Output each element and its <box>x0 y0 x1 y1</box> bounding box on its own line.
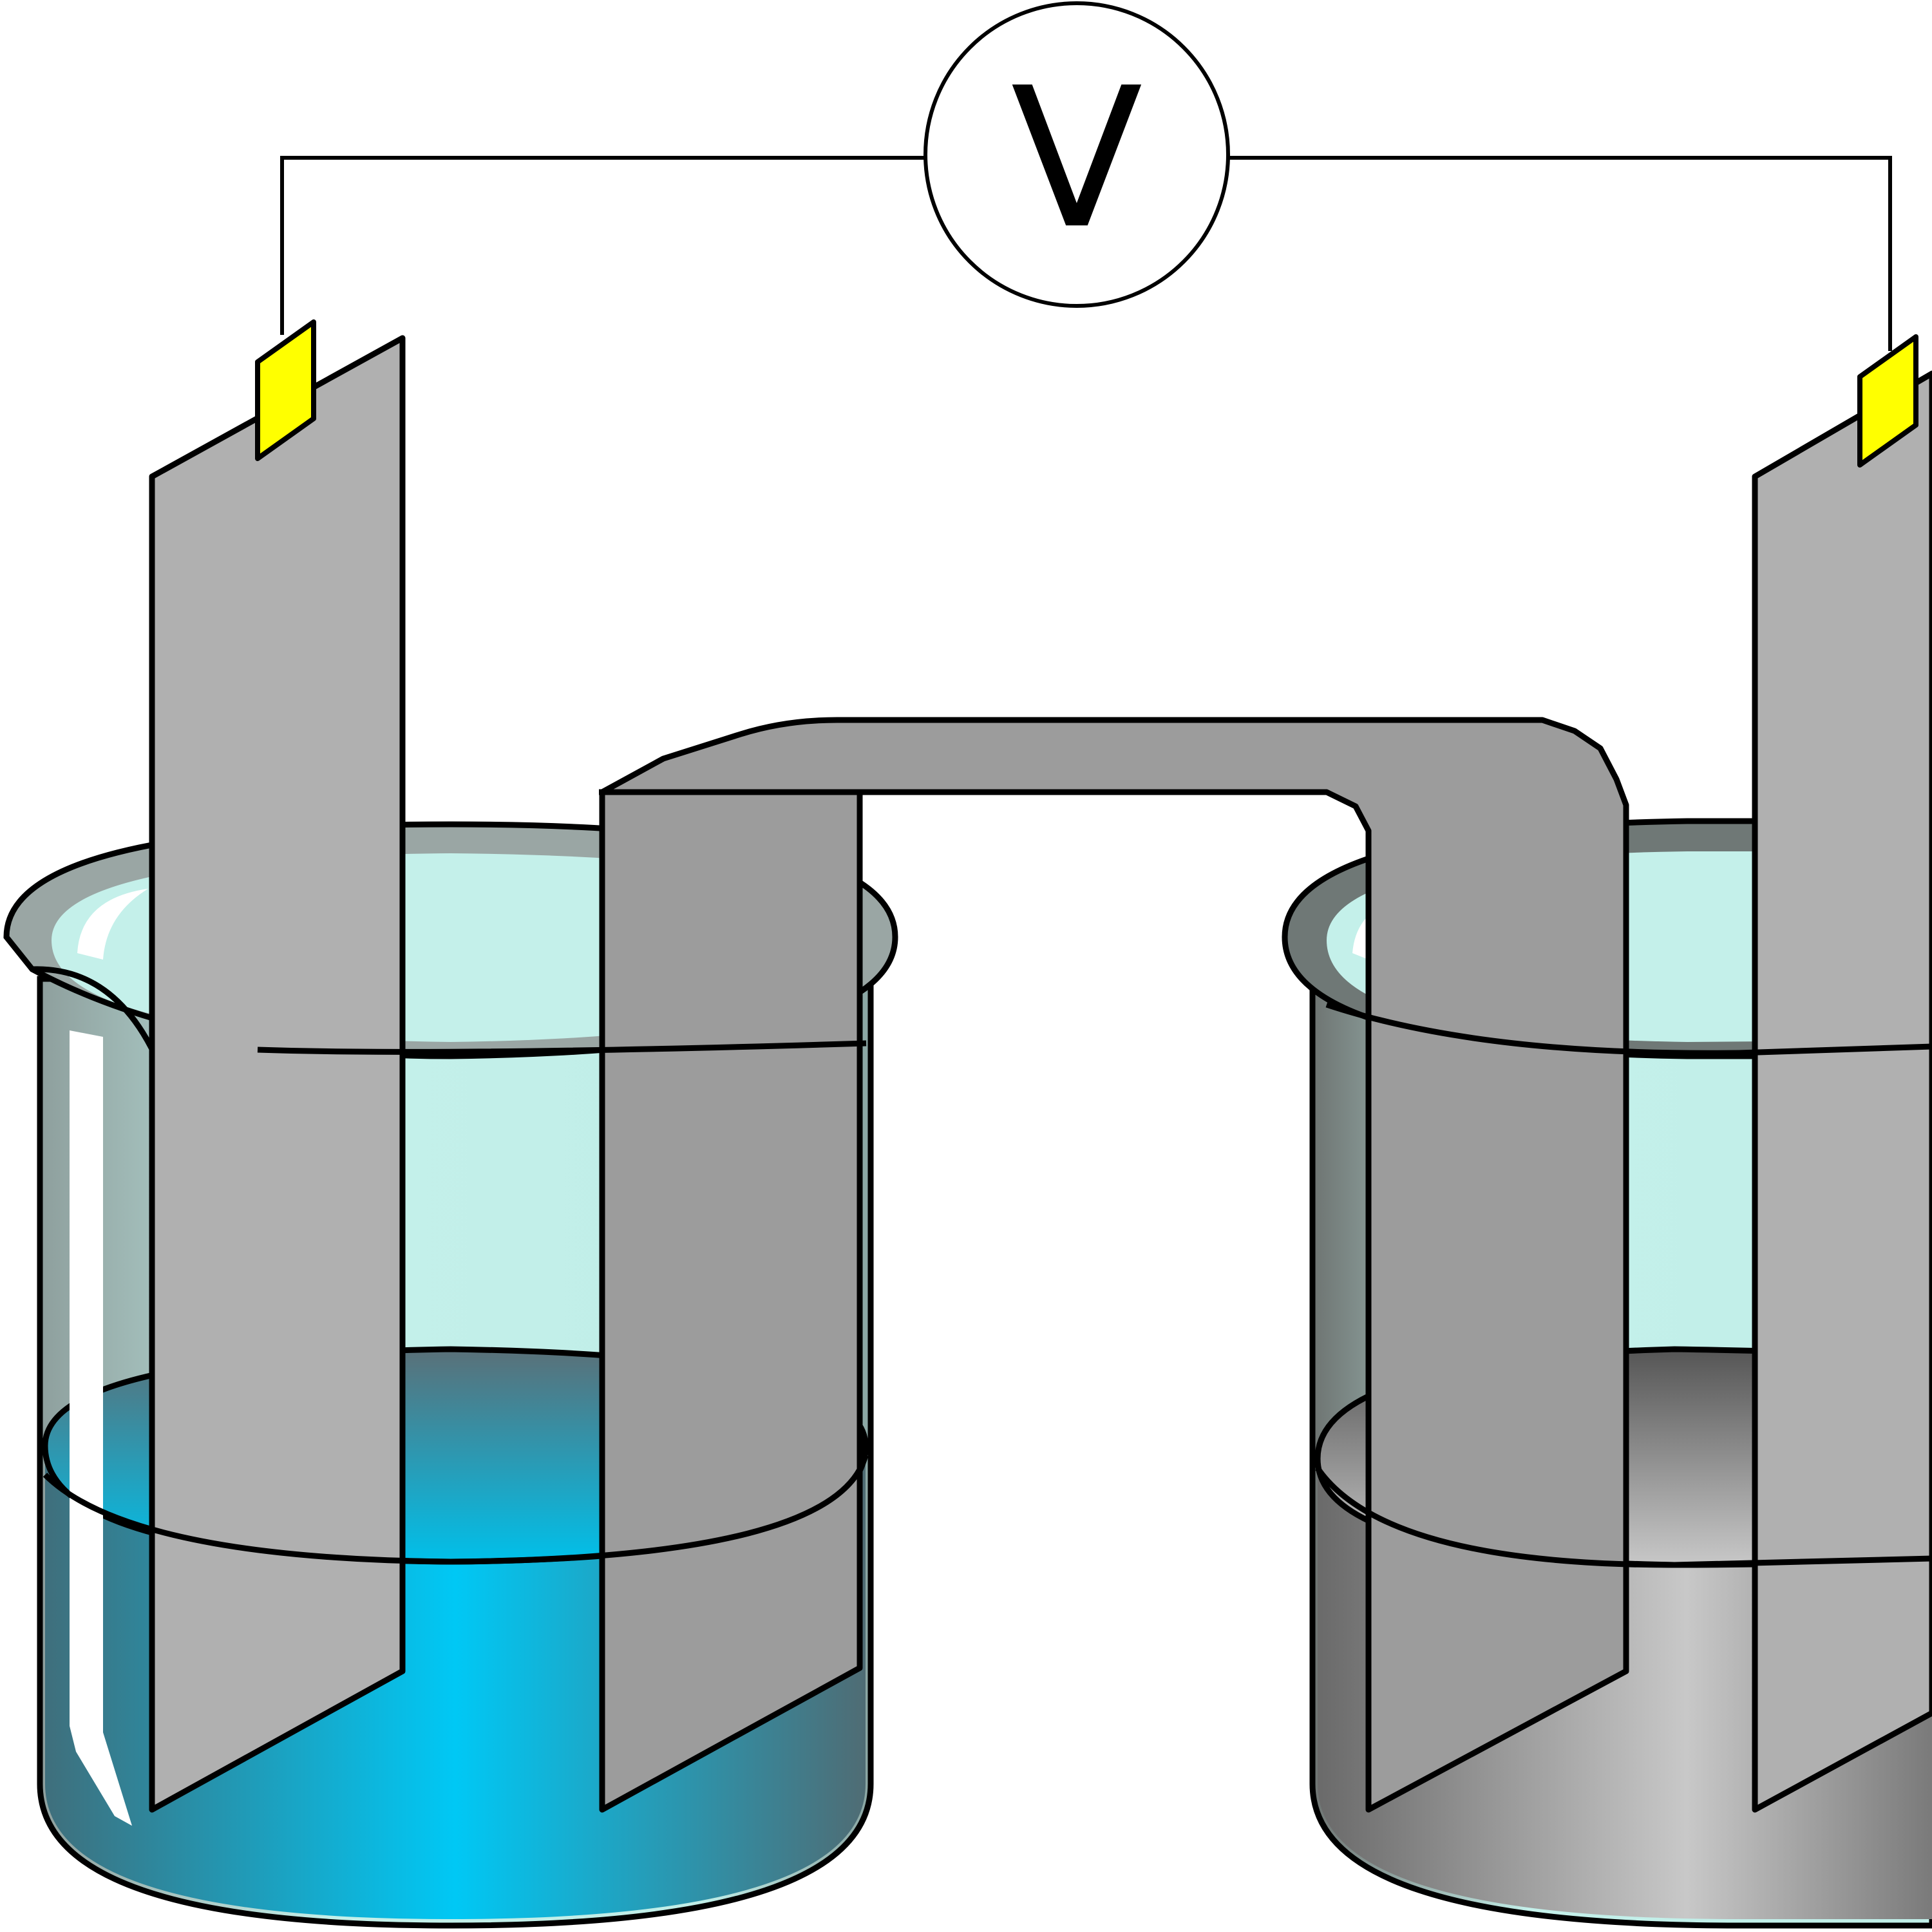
right-clip <box>1857 334 1918 468</box>
right-solution-front-line <box>1315 1466 1932 1568</box>
left-electrode <box>149 335 406 1813</box>
left-beaker-glare <box>70 1030 132 1826</box>
voltmeter-label: V <box>1010 46 1143 271</box>
left-rim-glare <box>77 889 148 960</box>
voltmeter: V <box>923 1 1230 308</box>
left-wire <box>280 156 924 335</box>
right-electrode <box>1752 370 1932 1813</box>
left-solution-front-line <box>43 1454 869 1565</box>
voltmeter-circle <box>923 1 1230 308</box>
right-water-line <box>1325 1001 1932 1056</box>
left-clip <box>255 319 316 461</box>
right-wire <box>1229 156 1892 351</box>
left-water-line <box>257 1040 867 1055</box>
salt-bridge <box>599 717 1629 1813</box>
